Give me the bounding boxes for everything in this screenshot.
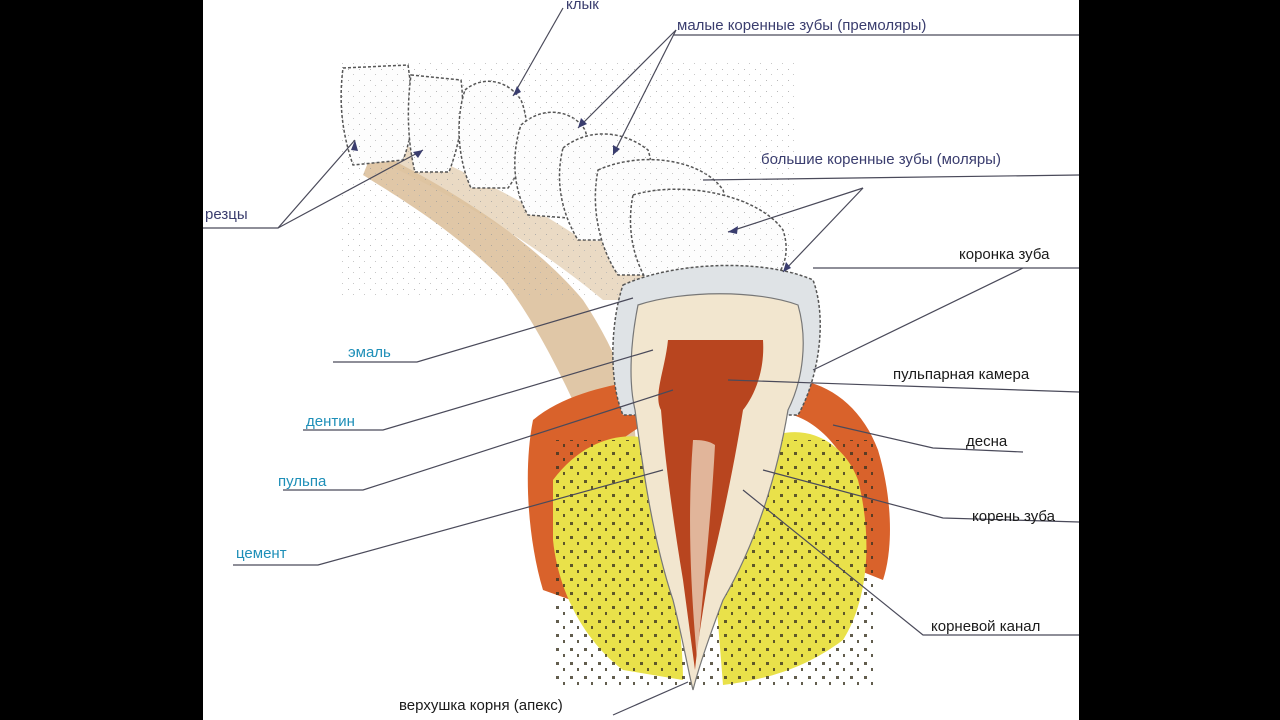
label-apex: верхушка корня (апекс) [399, 697, 563, 714]
diagram-panel: клык малые коренные зубы (премоляры) рез… [203, 0, 1079, 720]
label-root: корень зуба [972, 508, 1055, 525]
label-cementum: цемент [236, 545, 287, 562]
root-canal [690, 440, 715, 660]
label-canine: клык [566, 0, 599, 13]
label-molars: большие коренные зубы (моляры) [761, 151, 1001, 168]
label-incisors: резцы [205, 206, 248, 223]
label-enamel: эмаль [348, 344, 391, 361]
label-root-canal: корневой канал [931, 618, 1041, 635]
label-pulp: пульпа [278, 473, 327, 490]
label-premolars: малые коренные зубы (премоляры) [677, 17, 927, 34]
label-pulp-chamber: пульпарная камера [893, 366, 1030, 383]
label-gum: десна [966, 433, 1008, 450]
tooth-anatomy-illustration [203, 7, 1079, 716]
label-crown: коронка зуба [959, 246, 1050, 263]
label-dentin: дентин [306, 413, 355, 430]
